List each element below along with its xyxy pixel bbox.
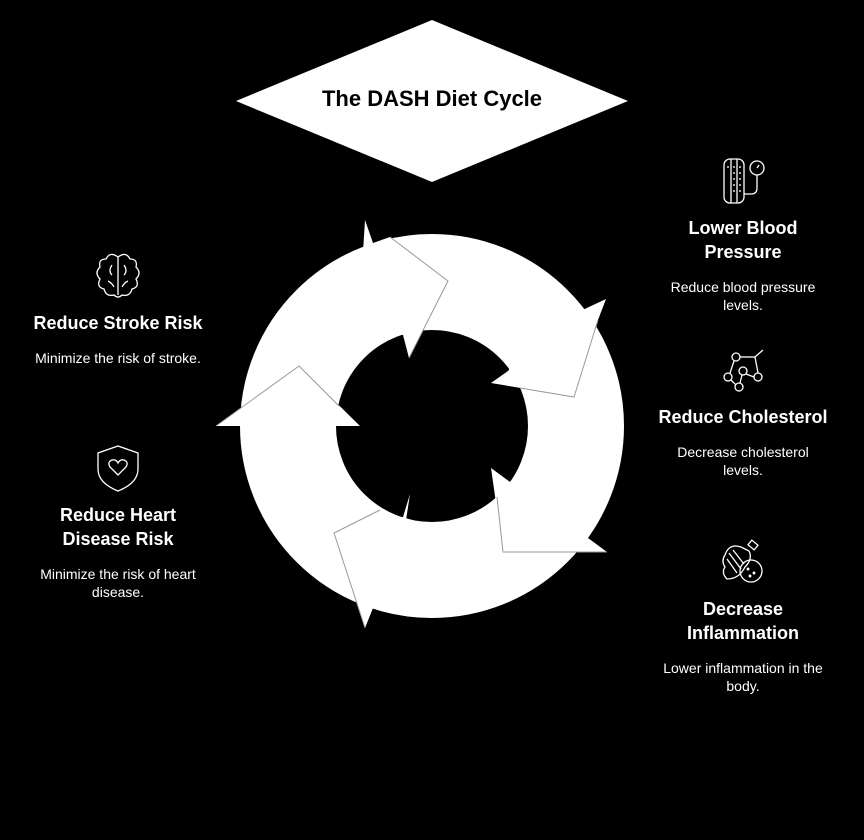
benefit-description: Minimize the risk of heart disease. — [40, 566, 196, 600]
benefit-description: Reduce blood pressure levels. — [670, 279, 816, 313]
inflammation-icon — [722, 539, 763, 583]
diagram-title: The DASH Diet Cycle — [321, 86, 543, 111]
benefit-title: Reduce Stroke Risk — [33, 313, 203, 333]
benefit-description: Decrease cholesterol levels. — [677, 444, 809, 478]
benefit-title: Reduce Heart Disease Risk — [59, 505, 177, 549]
cycle-arrow-4 — [333, 494, 410, 629]
benefit-reduce-stroke-risk: Reduce Stroke Risk Minimize the risk of … — [33, 251, 203, 367]
cycle-arrow-1 — [360, 220, 449, 359]
blood-pressure-monitor-icon — [723, 158, 765, 204]
heart-shield-icon — [97, 445, 139, 492]
benefit-description: Lower inflammation in the body. — [663, 660, 823, 694]
cycle-arrow-2 — [491, 299, 606, 398]
benefit-reduce-heart-disease-risk: Reduce Heart Disease Risk Minimize the r… — [33, 443, 203, 601]
title-diamond — [236, 20, 628, 182]
benefit-description: Minimize the risk of stroke. — [35, 350, 201, 366]
benefit-title: Reduce Cholesterol — [658, 407, 828, 427]
cycle-arrow-5 — [215, 365, 360, 427]
benefit-decrease-inflammation: Decrease Inflammation Lower inflammation… — [658, 539, 828, 695]
benefit-title: Decrease Inflammation — [686, 599, 799, 643]
benefit-reduce-cholesterol: Reduce Cholesterol Decrease cholesterol … — [658, 347, 828, 479]
cycle-arrow-3 — [491, 468, 607, 553]
benefit-lower-blood-pressure: Lower Blood Pressure Reduce blood pressu… — [658, 156, 828, 314]
benefit-title: Lower Blood Pressure — [688, 218, 798, 262]
brain-icon — [96, 253, 140, 298]
molecule-icon — [723, 349, 764, 392]
